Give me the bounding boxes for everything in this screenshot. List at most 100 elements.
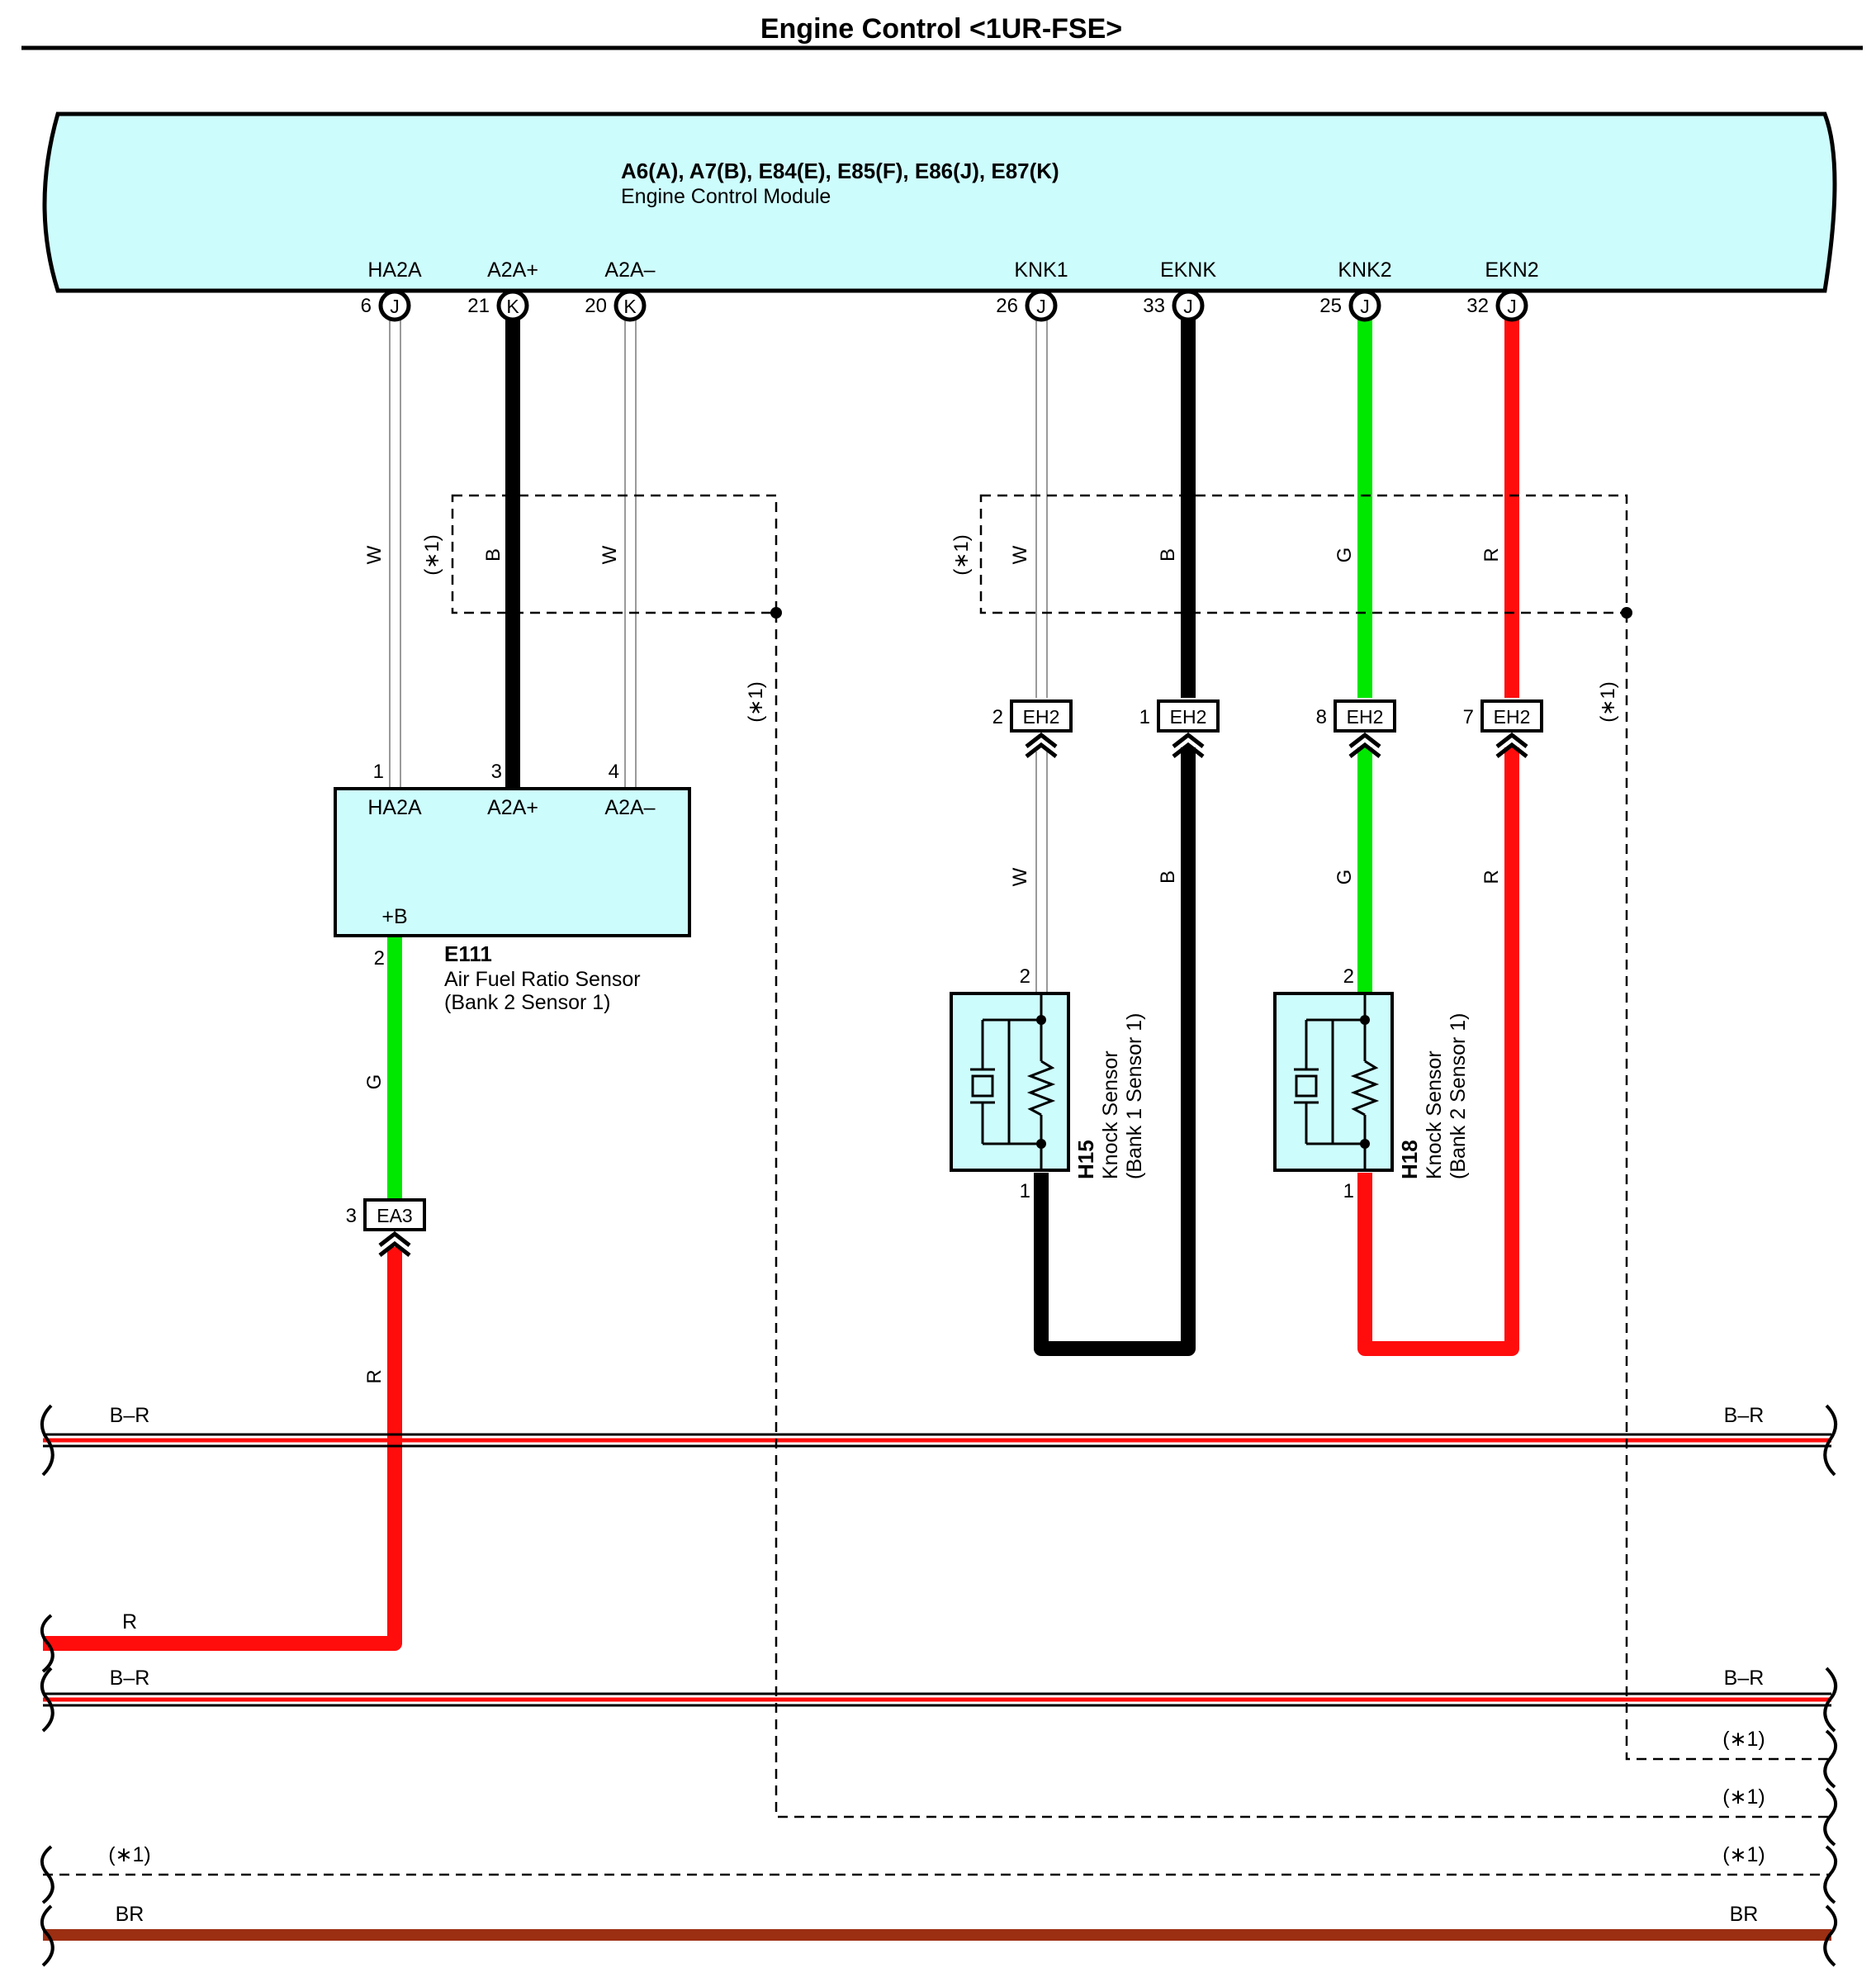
junction-ea3-pin: 3	[346, 1205, 357, 1227]
ecm-pin-number-ha2a: 6	[361, 295, 372, 317]
af-pin-a2a-minus: 4	[609, 761, 619, 783]
knock1-name: Knock Sensor	[1099, 1050, 1122, 1179]
wire-label-ekn2: R	[1480, 548, 1503, 562]
af-terminal-plus-b: +B	[381, 905, 407, 928]
bus-label-br-red-upper-left: B–R	[110, 1404, 150, 1427]
bus-label-br-red-upper-right: B–R	[1724, 1404, 1765, 1427]
page-title: Engine Control <1UR-FSE>	[760, 13, 1122, 45]
knock2-code: H18	[1397, 1140, 1422, 1179]
junction-eh2-ekn2	[1480, 699, 1543, 758]
shield-box-left	[451, 494, 778, 614]
wire-label-knk2: G	[1334, 548, 1356, 563]
junction-eh2-eknk-pin: 1	[1139, 706, 1150, 728]
break-marks	[40, 1404, 1837, 1967]
junction-eh2-ekn2-code: EH2	[1494, 706, 1531, 728]
ecm-connectors: A6(A), A7(B), E84(E), E85(F), E86(J), E8…	[621, 159, 1059, 183]
junction-eh2-knk2-pin: 8	[1316, 706, 1327, 728]
ecm-terminal-a2a-minus: A2A–	[604, 258, 655, 282]
af-pin-ha2a: 1	[373, 761, 384, 783]
wire-label-ekn2-lower: R	[1480, 870, 1503, 884]
ecm-pin-number-a2a-plus: 21	[467, 295, 490, 317]
shield-note-left-box: (∗1)	[421, 534, 443, 575]
junction-eh2-ekn2-pin: 7	[1463, 706, 1474, 728]
knock1-code: H15	[1073, 1140, 1098, 1179]
ecm-pin-number-a2a-minus: 20	[585, 295, 607, 317]
wire-label-knk1-lower: W	[1009, 867, 1031, 886]
knock-sensor-h18	[1273, 992, 1394, 1172]
shield-label-bus-left: (∗1)	[108, 1843, 151, 1866]
ecm-pin-number-eknk: 33	[1143, 295, 1165, 317]
shield-dot-right	[1621, 607, 1632, 619]
knock2-pin-top: 2	[1343, 965, 1354, 988]
bus-label-brown-left: BR	[116, 1903, 144, 1926]
bus-br-red-lower	[43, 1692, 1831, 1707]
knock1-position: (Bank 1 Sensor 1)	[1123, 1013, 1146, 1180]
ecm-name: Engine Control Module	[621, 185, 831, 208]
wire-label-a2a-plus: B	[482, 548, 505, 562]
junction-ea3-chevron-icon	[378, 1230, 411, 1257]
ecm-pin-number-knk2: 25	[1319, 295, 1342, 317]
junction-eh2-knk1	[1010, 699, 1073, 758]
af-terminal-ha2a: HA2A	[367, 796, 422, 819]
wire-label-r-feed: R	[363, 1369, 386, 1383]
ecm-pin-conn-a2a-plus: K	[506, 296, 519, 317]
ecm-pin-conn-a2a-minus: K	[623, 296, 637, 317]
shield-note-right-drain: (∗1)	[1597, 681, 1619, 722]
knock-sensor-h15	[950, 992, 1070, 1172]
junction-eh2-knk2-code: EH2	[1347, 706, 1384, 728]
ecm-pin-number-knk1: 26	[996, 295, 1018, 317]
bus-label-brown-right: BR	[1730, 1903, 1759, 1926]
ecm-terminal-a2a-plus: A2A+	[487, 258, 538, 282]
wire-label-ha2a: W	[363, 545, 386, 564]
ecm-pin-conn-ekn2: J	[1507, 296, 1517, 317]
knock2-pin-bottom: 1	[1343, 1180, 1354, 1202]
shield-label-bus-right: (∗1)	[1722, 1843, 1765, 1866]
ecm-pin-conn-eknk: J	[1183, 296, 1193, 317]
bus-br-red-upper	[43, 1433, 1831, 1448]
ecm-terminal-ha2a: HA2A	[367, 258, 422, 282]
knock1-pin-top: 2	[1020, 965, 1030, 988]
knock2-name: Knock Sensor	[1423, 1050, 1446, 1179]
junction-eh2-eknk	[1157, 699, 1220, 758]
junction-eh2-knk1-pin: 2	[992, 706, 1003, 728]
wire-label-plus-b: G	[363, 1074, 386, 1090]
knock2-position: (Bank 2 Sensor 1)	[1447, 1013, 1470, 1180]
ecm-pin-number-ekn2: 32	[1466, 295, 1489, 317]
wire-ekn2-loop	[1357, 747, 1519, 1356]
shield-note-right-box: (∗1)	[950, 534, 973, 575]
af-terminal-a2a-plus: A2A+	[487, 796, 538, 819]
wire-label-knk1: W	[1009, 545, 1031, 564]
ecm-terminal-knk2: KNK2	[1338, 258, 1391, 282]
ecm-terminal-eknk: EKNK	[1160, 258, 1216, 282]
junction-eh2-eknk-code: EH2	[1170, 706, 1207, 728]
junction-ea3	[363, 1198, 426, 1231]
af-sensor-code: E111	[444, 941, 492, 966]
bus-label-br-red-lower-left: B–R	[110, 1667, 150, 1690]
wire-label-a2a-minus: W	[599, 545, 621, 564]
junction-ea3-code: EA3	[377, 1205, 412, 1226]
af-sensor-box	[334, 787, 691, 937]
bus-label-r-feed: R	[122, 1610, 137, 1633]
shield-label-left-drain: (∗1)	[1722, 1785, 1765, 1809]
ecm-pin-conn-ha2a: J	[390, 296, 400, 317]
bus-label-br-red-lower-right: B–R	[1724, 1667, 1765, 1690]
junction-eh2-knk2	[1334, 699, 1396, 758]
shield-box-right	[979, 494, 1628, 614]
wire-label-eknk-lower: B	[1157, 870, 1179, 884]
af-pin-plus-b: 2	[374, 947, 385, 970]
af-sensor-name: Air Fuel Ratio Sensor	[444, 968, 641, 991]
af-pin-a2a-plus: 3	[491, 761, 502, 783]
wire-r-feed	[43, 1247, 402, 1651]
ecm-pin-conn-knk1: J	[1036, 296, 1046, 317]
shield-drain-left	[775, 613, 1831, 1818]
shield-note-left-drain: (∗1)	[745, 681, 767, 722]
shield-drain-right	[1625, 613, 1831, 1761]
wire-eknk-loop	[1034, 747, 1196, 1356]
ecm-terminal-knk1: KNK1	[1014, 258, 1068, 282]
ecm-terminal-ekn2: EKN2	[1485, 258, 1538, 282]
knock1-pin-bottom: 1	[1020, 1180, 1030, 1202]
af-terminal-a2a-minus: A2A–	[604, 796, 655, 819]
ecm-box	[42, 111, 1837, 293]
ecm-pins	[378, 289, 1528, 322]
